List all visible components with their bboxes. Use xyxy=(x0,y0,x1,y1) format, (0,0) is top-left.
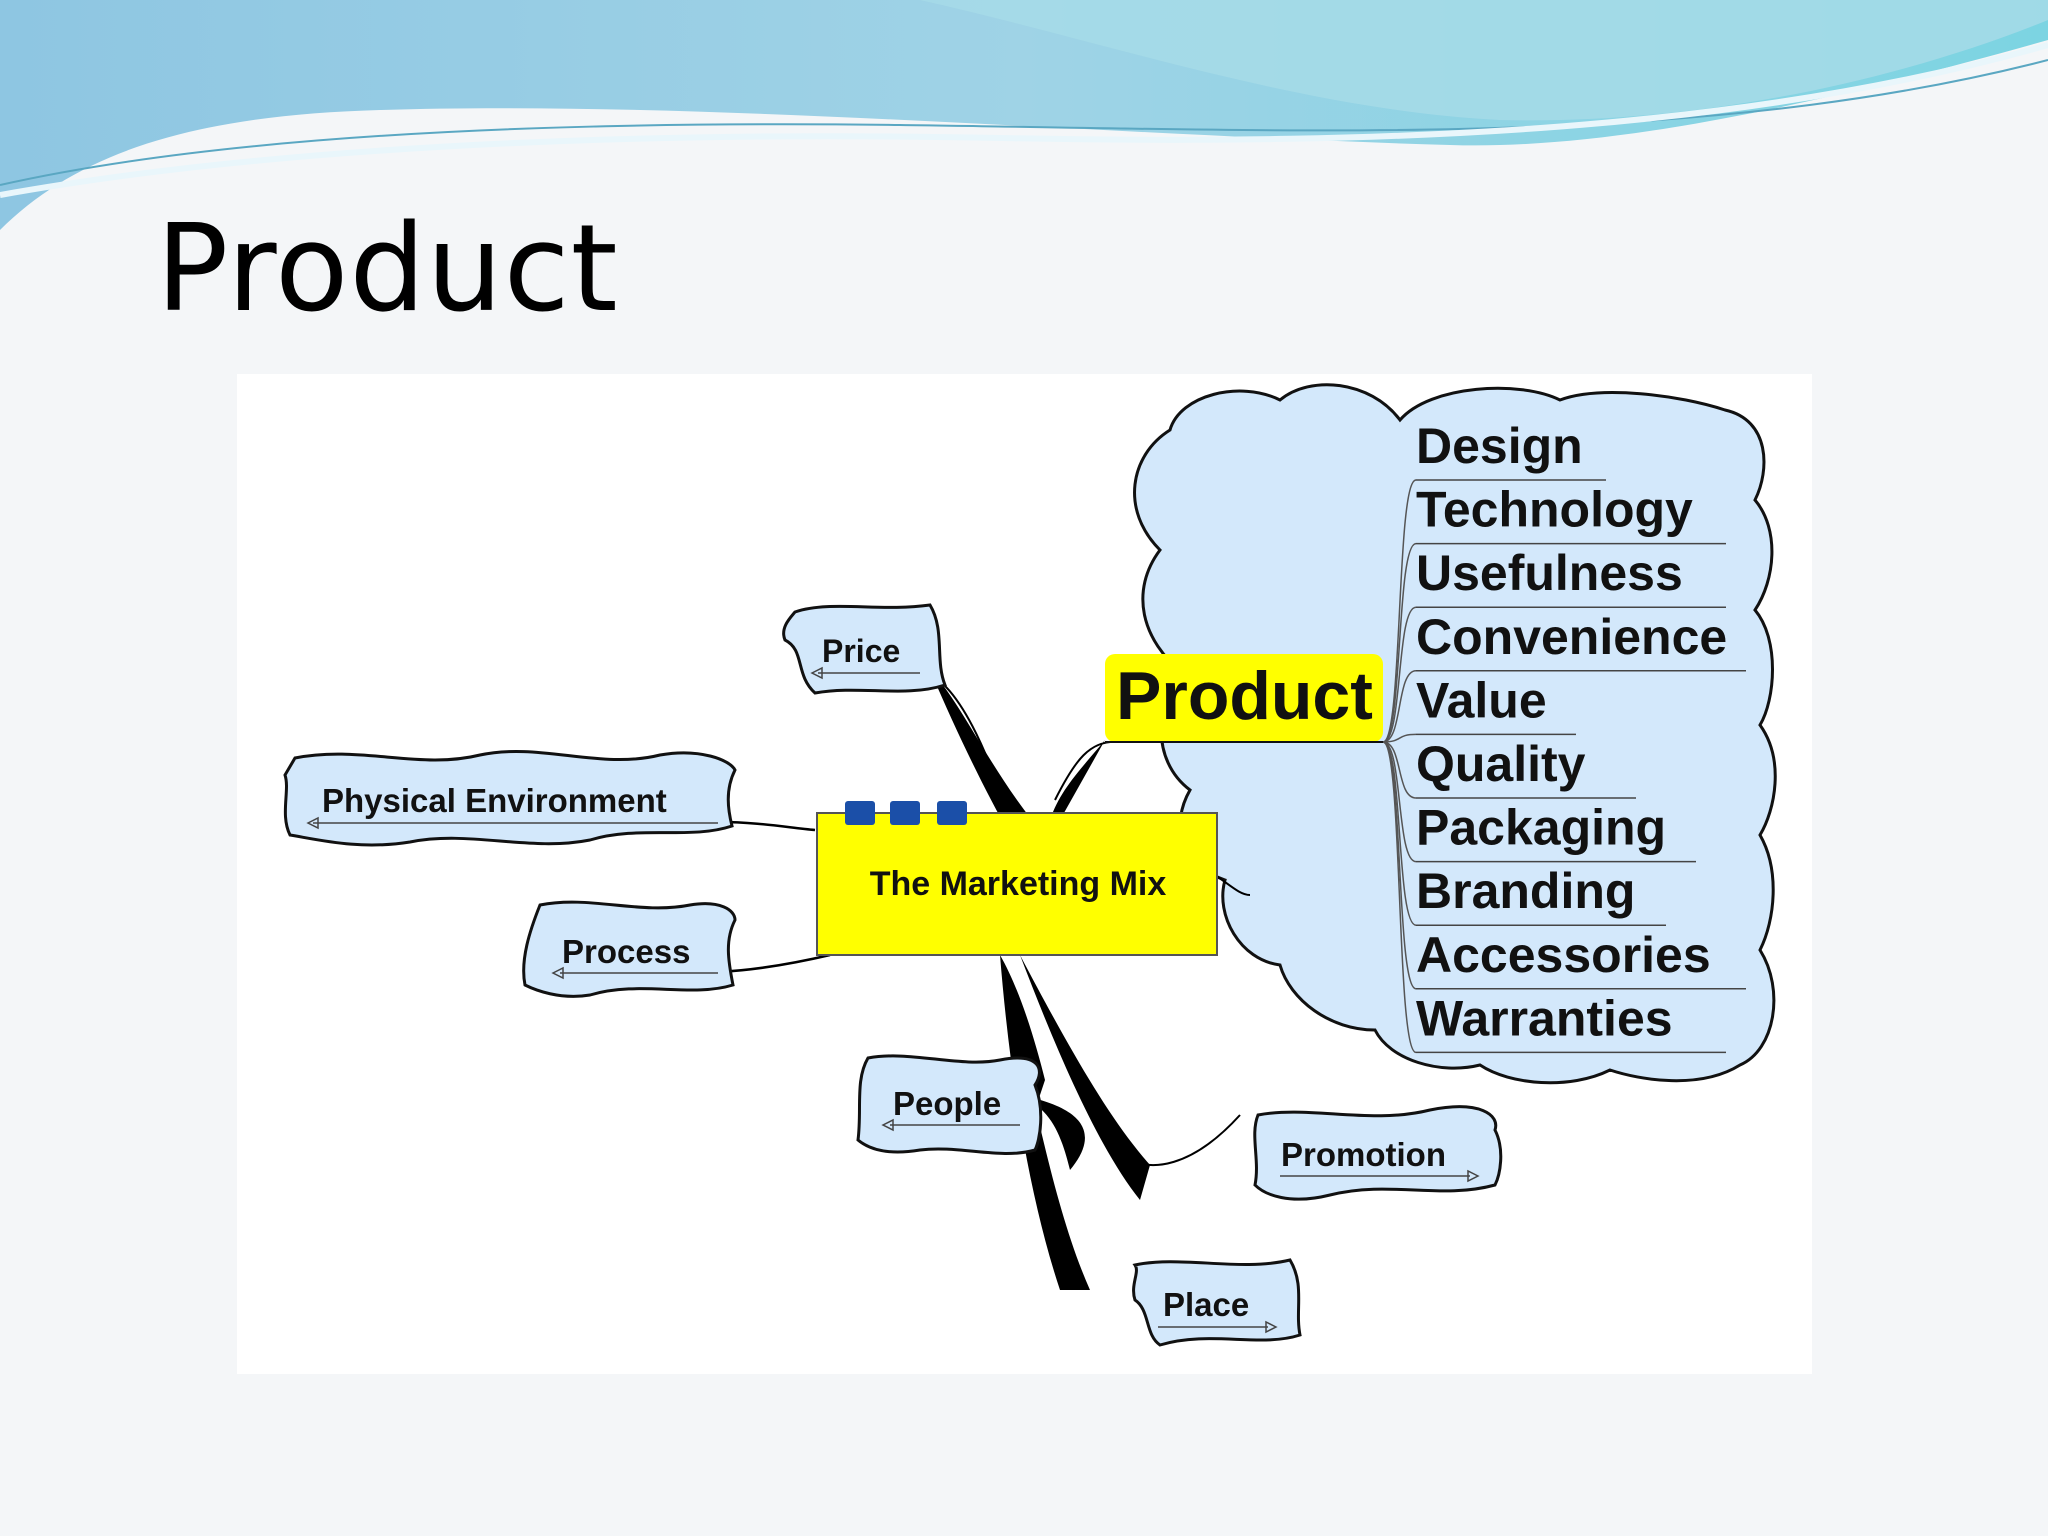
center-node-label: The Marketing Mix xyxy=(870,865,1167,903)
center-tab-3 xyxy=(937,801,967,825)
attribute-connector xyxy=(1382,542,1417,743)
branch-label-process: Process xyxy=(562,933,690,970)
branch-promotion: Promotion xyxy=(1253,1105,1503,1201)
branch-price: Price xyxy=(782,603,947,695)
branch-people: People xyxy=(856,1054,1043,1156)
branch-place: Place xyxy=(1132,1258,1302,1347)
attribute-connector xyxy=(1382,733,1417,743)
attribute-connector xyxy=(1382,479,1417,743)
attribute-label: Branding xyxy=(1416,863,1635,919)
attribute-connectors xyxy=(1382,479,1746,1054)
attribute-connector xyxy=(1382,606,1417,743)
attribute-label: Usefulness xyxy=(1416,545,1683,601)
branch-label-promotion: Promotion xyxy=(1281,1136,1446,1173)
attribute-label: Design xyxy=(1416,418,1583,474)
attribute-connector xyxy=(1382,670,1417,743)
attribute-label: Packaging xyxy=(1416,800,1666,856)
attribute-label: Convenience xyxy=(1416,609,1727,665)
attribute-connector xyxy=(1382,741,1417,1054)
attribute-label: Value xyxy=(1416,672,1547,728)
focus-node-label: Product xyxy=(1116,658,1373,734)
attribute-label: Technology xyxy=(1416,482,1693,538)
attribute-connector xyxy=(1382,741,1417,863)
attribute-connector xyxy=(1382,741,1417,799)
attribute-label: Warranties xyxy=(1416,990,1673,1046)
attribute-list: DesignTechnologyUsefulnessConvenienceVal… xyxy=(1416,418,1727,1046)
attribute-label: Quality xyxy=(1416,736,1586,792)
branch-label-price: Price xyxy=(822,633,900,669)
branch-label-physical-environment: Physical Environment xyxy=(322,782,667,819)
focus-node: Product xyxy=(1105,654,1383,743)
branch-process: Process xyxy=(522,900,737,998)
center-tab-1 xyxy=(845,801,875,825)
center-node: The Marketing Mix xyxy=(816,801,1218,956)
branch-label-place: Place xyxy=(1163,1286,1249,1323)
branch-physical-environment: Physical Environment xyxy=(283,749,737,847)
slide-title: Product xyxy=(156,200,619,339)
branch-label-people: People xyxy=(893,1085,1001,1122)
attribute-label: Accessories xyxy=(1416,927,1711,983)
attribute-connector xyxy=(1382,741,1417,926)
center-tab-2 xyxy=(890,801,920,825)
header-wave-banner xyxy=(0,0,2048,230)
